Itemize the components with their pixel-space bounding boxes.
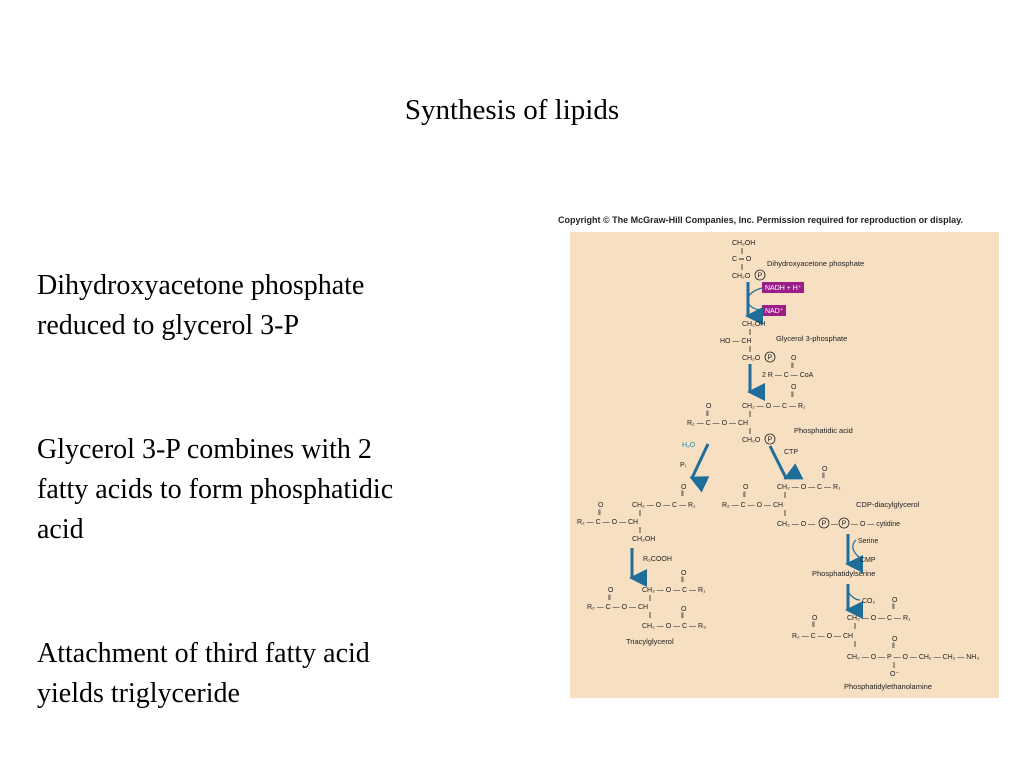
triacylglycerol-molecule: O ‖ CH₂ — O — C — R₁ O ‖ R₂ — C — O — CH… bbox=[587, 570, 706, 630]
phosphatidylserine-label: Phosphatidylserine bbox=[812, 569, 875, 578]
svg-text:‖: ‖ bbox=[892, 604, 895, 611]
phosphatidylethanolamine-label: Phosphatidylethanolamine bbox=[844, 682, 932, 691]
bullet-line: Glycerol 3-P combines with 2 bbox=[37, 434, 372, 465]
bullet-line: fatty acids to form phosphatidic bbox=[37, 474, 394, 505]
svg-text:CH₂O: CH₂O bbox=[742, 355, 761, 362]
svg-text:CH₂ — O — C — R₁: CH₂ — O — C — R₁ bbox=[742, 403, 806, 410]
svg-text:O: O bbox=[681, 606, 687, 613]
triacylglycerol-label: Triacylglycerol bbox=[626, 637, 674, 646]
svg-text:— O — cytidine: — O — cytidine bbox=[851, 521, 900, 528]
svg-text:CH₂O: CH₂O bbox=[742, 437, 761, 444]
nadh-box bbox=[762, 282, 804, 293]
svg-text:CH₂OH: CH₂OH bbox=[732, 240, 755, 247]
diacylglycerol-molecule: O ‖ CH₂ — O — C — R₁ O ‖ R₂ — C — O — CH… bbox=[577, 484, 696, 543]
svg-text:‖: ‖ bbox=[812, 622, 815, 629]
bullet-phosphatidic-acid: Glycerol 3-P combines with 2 fatty acids… bbox=[37, 430, 393, 550]
svg-text:R₂ — C — O — CH: R₂ — C — O — CH bbox=[687, 420, 748, 427]
svg-text:R₂ — C — O — CH: R₂ — C — O — CH bbox=[587, 604, 648, 611]
copyright-notice: Copyright © The McGraw-Hill Companies, I… bbox=[558, 215, 964, 225]
svg-text:P: P bbox=[768, 355, 773, 362]
nadh-reagent: NADH + H⁺ bbox=[765, 284, 802, 292]
dhap-molecule: CH₂OH C ═ O CH₂O P bbox=[732, 240, 766, 281]
svg-text:‖: ‖ bbox=[608, 595, 611, 602]
ctp-reagent: CTP bbox=[784, 449, 798, 456]
pathway-diagram: CH₂OH C ═ O CH₂O P Dihydroxyacetone phos… bbox=[577, 240, 979, 691]
svg-text:‖: ‖ bbox=[892, 643, 895, 650]
svg-text:CH₂ — O — C — R₃: CH₂ — O — C — R₃ bbox=[642, 623, 706, 630]
svg-text:O: O bbox=[706, 403, 712, 410]
svg-text:‖: ‖ bbox=[681, 577, 684, 584]
svg-text:—: — bbox=[831, 521, 838, 528]
svg-text:CH₂ — O — C — R₁: CH₂ — O — C — R₁ bbox=[642, 587, 706, 594]
svg-text:‖: ‖ bbox=[598, 510, 601, 517]
svg-text:‖: ‖ bbox=[706, 411, 709, 418]
bullet-line: yields triglyceride bbox=[37, 678, 240, 709]
lipid-synthesis-pathway-figure: CH₂OH C ═ O CH₂O P Dihydroxyacetone phos… bbox=[570, 232, 999, 698]
cdp-diacylglycerol-label: CDP-diacylglycerol bbox=[856, 500, 920, 509]
svg-text:CH₂O: CH₂O bbox=[732, 273, 751, 280]
svg-text:O⁻: O⁻ bbox=[890, 671, 899, 678]
r3cooh-reagent: R₃COOH bbox=[643, 556, 672, 563]
phosphatidic-acid-molecule: O ‖ CH₂ — O — C — R₁ O ‖ R₂ — C — O — CH… bbox=[687, 384, 806, 445]
co2-reagent: CO₂ bbox=[862, 598, 876, 605]
svg-text:O: O bbox=[791, 355, 797, 362]
phosphate-reagent: Pᵢ bbox=[680, 462, 686, 469]
svg-text:O: O bbox=[892, 636, 898, 643]
svg-text:‖: ‖ bbox=[791, 363, 794, 370]
svg-text:R₂ — C — O — CH: R₂ — C — O — CH bbox=[792, 633, 853, 640]
svg-text:O: O bbox=[743, 484, 749, 491]
acyl-coa-reagent: 2 R — C — CoA bbox=[762, 372, 814, 379]
svg-text:P: P bbox=[758, 273, 763, 280]
bullet-line: acid bbox=[37, 514, 84, 545]
svg-text:CH₂ — O — C — R₁: CH₂ — O — C — R₁ bbox=[847, 615, 911, 622]
svg-text:P: P bbox=[842, 521, 847, 528]
svg-text:O: O bbox=[681, 484, 687, 491]
g3p-molecule: CH₂OH HO — CH CH₂O P bbox=[720, 321, 776, 363]
water-reagent: H₂O bbox=[682, 442, 696, 449]
bullet-line: Dihydroxyacetone phosphate bbox=[37, 270, 365, 301]
nad-box bbox=[762, 305, 786, 316]
svg-text:‖: ‖ bbox=[681, 613, 684, 620]
svg-text:P: P bbox=[822, 521, 827, 528]
svg-text:R₂ — C — O — CH: R₂ — C — O — CH bbox=[722, 502, 783, 509]
bullet-dhap-reduction: Dihydroxyacetone phosphate reduced to gl… bbox=[37, 266, 364, 346]
svg-text:CH₂ — O — C — R₁: CH₂ — O — C — R₁ bbox=[777, 484, 841, 491]
svg-text:‖: ‖ bbox=[681, 491, 684, 498]
svg-text:‖: ‖ bbox=[822, 473, 825, 480]
cmp-reagent: CMP bbox=[860, 557, 876, 564]
phosphatidic-acid-label: Phosphatidic acid bbox=[794, 426, 853, 435]
bullet-triglyceride: Attachment of third fatty acid yields tr… bbox=[37, 634, 370, 714]
dhap-label: Dihydroxyacetone phosphate bbox=[767, 259, 864, 268]
svg-text:O: O bbox=[812, 615, 818, 622]
svg-text:‖: ‖ bbox=[743, 492, 746, 499]
svg-text:HO — CH: HO — CH bbox=[720, 338, 752, 345]
svg-text:O: O bbox=[608, 587, 614, 594]
svg-text:CH₂OH: CH₂OH bbox=[632, 536, 655, 543]
serine-reagent: Serine bbox=[858, 538, 878, 545]
svg-text:R₂ — C — O — CH: R₂ — C — O — CH bbox=[577, 519, 638, 526]
bullet-line: Attachment of third fatty acid bbox=[37, 638, 370, 669]
g3p-label: Glycerol 3-phosphate bbox=[776, 334, 847, 343]
cdp-diacylglycerol-molecule: O ‖ CH₂ — O — C — R₁ O ‖ R₂ — C — O — CH… bbox=[722, 466, 900, 529]
svg-text:‖: ‖ bbox=[791, 392, 794, 399]
svg-text:O: O bbox=[598, 502, 604, 509]
bullet-line: reduced to glycerol 3-P bbox=[37, 310, 300, 341]
dephosphorylation-arrow bbox=[689, 443, 710, 493]
phosphatidylethanolamine-molecule: O ‖ CH₂ — O — C — R₁ O ‖ R₂ — C — O — CH… bbox=[792, 597, 979, 678]
svg-text:C ═ O: C ═ O bbox=[732, 256, 752, 263]
svg-text:CH₂OH: CH₂OH bbox=[742, 321, 765, 328]
slide-title: Synthesis of lipids bbox=[404, 94, 620, 126]
svg-text:O: O bbox=[681, 570, 687, 577]
svg-text:CH₂ — O — C — R₁: CH₂ — O — C — R₁ bbox=[632, 502, 696, 509]
svg-text:O: O bbox=[791, 384, 797, 391]
svg-text:P: P bbox=[768, 437, 773, 444]
svg-text:O: O bbox=[892, 597, 898, 604]
svg-text:O: O bbox=[822, 466, 828, 473]
svg-text:CH₂ — O — P — O — CH₂ — CH₂ —: CH₂ — O — P — O — CH₂ — CH₂ — NH₃ bbox=[847, 654, 979, 661]
svg-text:CH₂ — O —: CH₂ — O — bbox=[777, 521, 815, 528]
ctp-arrow bbox=[768, 445, 804, 480]
nad-reagent: NAD⁺ bbox=[765, 307, 784, 315]
